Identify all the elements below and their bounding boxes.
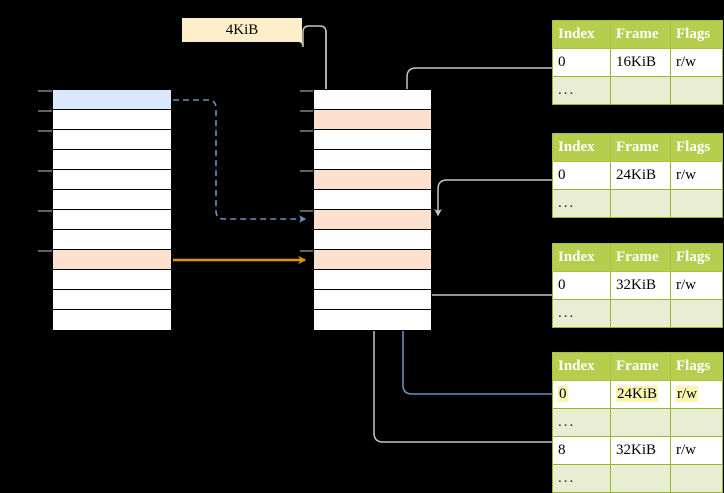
column-header-frame: Frame <box>610 352 671 381</box>
table-ellipsis-row[interactable]: ... <box>552 464 723 493</box>
cell-frame <box>610 76 671 105</box>
cell-index: 0 <box>552 48 611 77</box>
cell-frame: 24KiB <box>610 380 671 409</box>
physical-memory-row-0[interactable] <box>314 90 431 110</box>
column-header-flags: Flags <box>670 133 723 162</box>
column-header-index: Index <box>552 133 611 162</box>
cell-flags <box>670 408 723 437</box>
virtual-address-space-column[interactable] <box>52 89 172 331</box>
highlighted-value: r/w <box>676 386 698 402</box>
physical-memory-row-7[interactable] <box>314 230 431 250</box>
cell-index: ... <box>552 408 611 437</box>
virtual-memory-row-7[interactable] <box>53 230 171 250</box>
table-ellipsis-row[interactable]: ... <box>552 189 723 218</box>
cell-flags <box>670 189 723 218</box>
cell-index: ... <box>552 76 611 105</box>
physical-memory-row-3[interactable] <box>314 150 431 170</box>
cell-index: 0 <box>552 161 611 190</box>
cell-flags: r/w <box>670 380 723 409</box>
cell-index: ... <box>552 464 611 493</box>
cell-frame <box>610 189 671 218</box>
cell-index: 0 <box>552 380 611 409</box>
cell-flags <box>670 464 723 493</box>
cell-index: 0 <box>552 271 611 300</box>
physical-memory-column[interactable] <box>313 89 432 331</box>
cell-index: ... <box>552 189 611 218</box>
ellipsis-glyph: ... <box>558 82 576 98</box>
column-header-index: Index <box>552 243 611 272</box>
cell-frame: 32KiB <box>610 271 671 300</box>
page-size-label: 4KiB <box>182 18 302 42</box>
connector-virtual-to-physical-dashed <box>173 99 307 223</box>
cell-frame <box>610 299 671 328</box>
connector-table2-to-physical <box>434 179 552 217</box>
ellipsis-glyph: ... <box>558 414 576 430</box>
column-header-index: Index <box>552 352 611 381</box>
column-header-index: Index <box>552 20 611 49</box>
physical-memory-row-10[interactable] <box>314 290 431 310</box>
column-header-frame: Frame <box>610 243 671 272</box>
cell-frame: 24KiB <box>610 161 671 190</box>
cell-index: ... <box>552 299 611 328</box>
cell-flags <box>670 76 723 105</box>
physical-memory-row-6[interactable] <box>314 210 431 230</box>
virtual-memory-row-1[interactable] <box>53 110 171 130</box>
column-header-flags: Flags <box>670 20 723 49</box>
table-row[interactable]: 0 24KiB r/w <box>552 380 723 409</box>
physical-memory-row-11[interactable] <box>314 310 431 330</box>
virtual-memory-row-3[interactable] <box>53 150 171 170</box>
column-header-frame: Frame <box>610 133 671 162</box>
cell-index: 8 <box>552 436 611 465</box>
virtual-memory-row-10[interactable] <box>53 290 171 310</box>
physical-memory-row-2[interactable] <box>314 130 431 150</box>
virtual-memory-row-8[interactable] <box>53 250 171 270</box>
cell-flags: r/w <box>670 161 723 190</box>
cell-flags: r/w <box>670 271 723 300</box>
physical-memory-row-5[interactable] <box>314 190 431 210</box>
cell-frame: 32KiB <box>610 436 671 465</box>
physical-memory-row-9[interactable] <box>314 270 431 290</box>
physical-memory-row-4[interactable] <box>314 170 431 190</box>
table-ellipsis-row[interactable]: ... <box>552 408 723 437</box>
cell-flags: r/w <box>670 48 723 77</box>
virtual-memory-row-5[interactable] <box>53 190 171 210</box>
ellipsis-glyph: ... <box>558 305 576 321</box>
highlighted-value: 24KiB <box>616 386 659 402</box>
ellipsis-glyph: ... <box>558 195 576 211</box>
virtual-memory-row-0[interactable] <box>53 90 171 110</box>
table-ellipsis-row[interactable]: ... <box>552 299 723 328</box>
physical-memory-row-1[interactable] <box>314 110 431 130</box>
highlighted-value: 0 <box>558 386 568 402</box>
column-header-flags: Flags <box>670 243 723 272</box>
column-header-flags: Flags <box>670 352 723 381</box>
column-header-frame: Frame <box>610 20 671 49</box>
virtual-memory-row-2[interactable] <box>53 130 171 150</box>
ellipsis-glyph: ... <box>558 470 576 486</box>
cell-frame <box>610 464 671 493</box>
cell-flags: r/w <box>670 436 723 465</box>
cell-frame: 16KiB <box>610 48 671 77</box>
virtual-memory-row-11[interactable] <box>53 310 171 330</box>
table-ellipsis-row[interactable]: ... <box>552 76 723 105</box>
virtual-memory-row-4[interactable] <box>53 170 171 190</box>
cell-flags <box>670 299 723 328</box>
physical-memory-row-8[interactable] <box>314 250 431 270</box>
virtual-memory-row-6[interactable] <box>53 210 171 230</box>
cell-frame <box>610 408 671 437</box>
virtual-memory-row-9[interactable] <box>53 270 171 290</box>
